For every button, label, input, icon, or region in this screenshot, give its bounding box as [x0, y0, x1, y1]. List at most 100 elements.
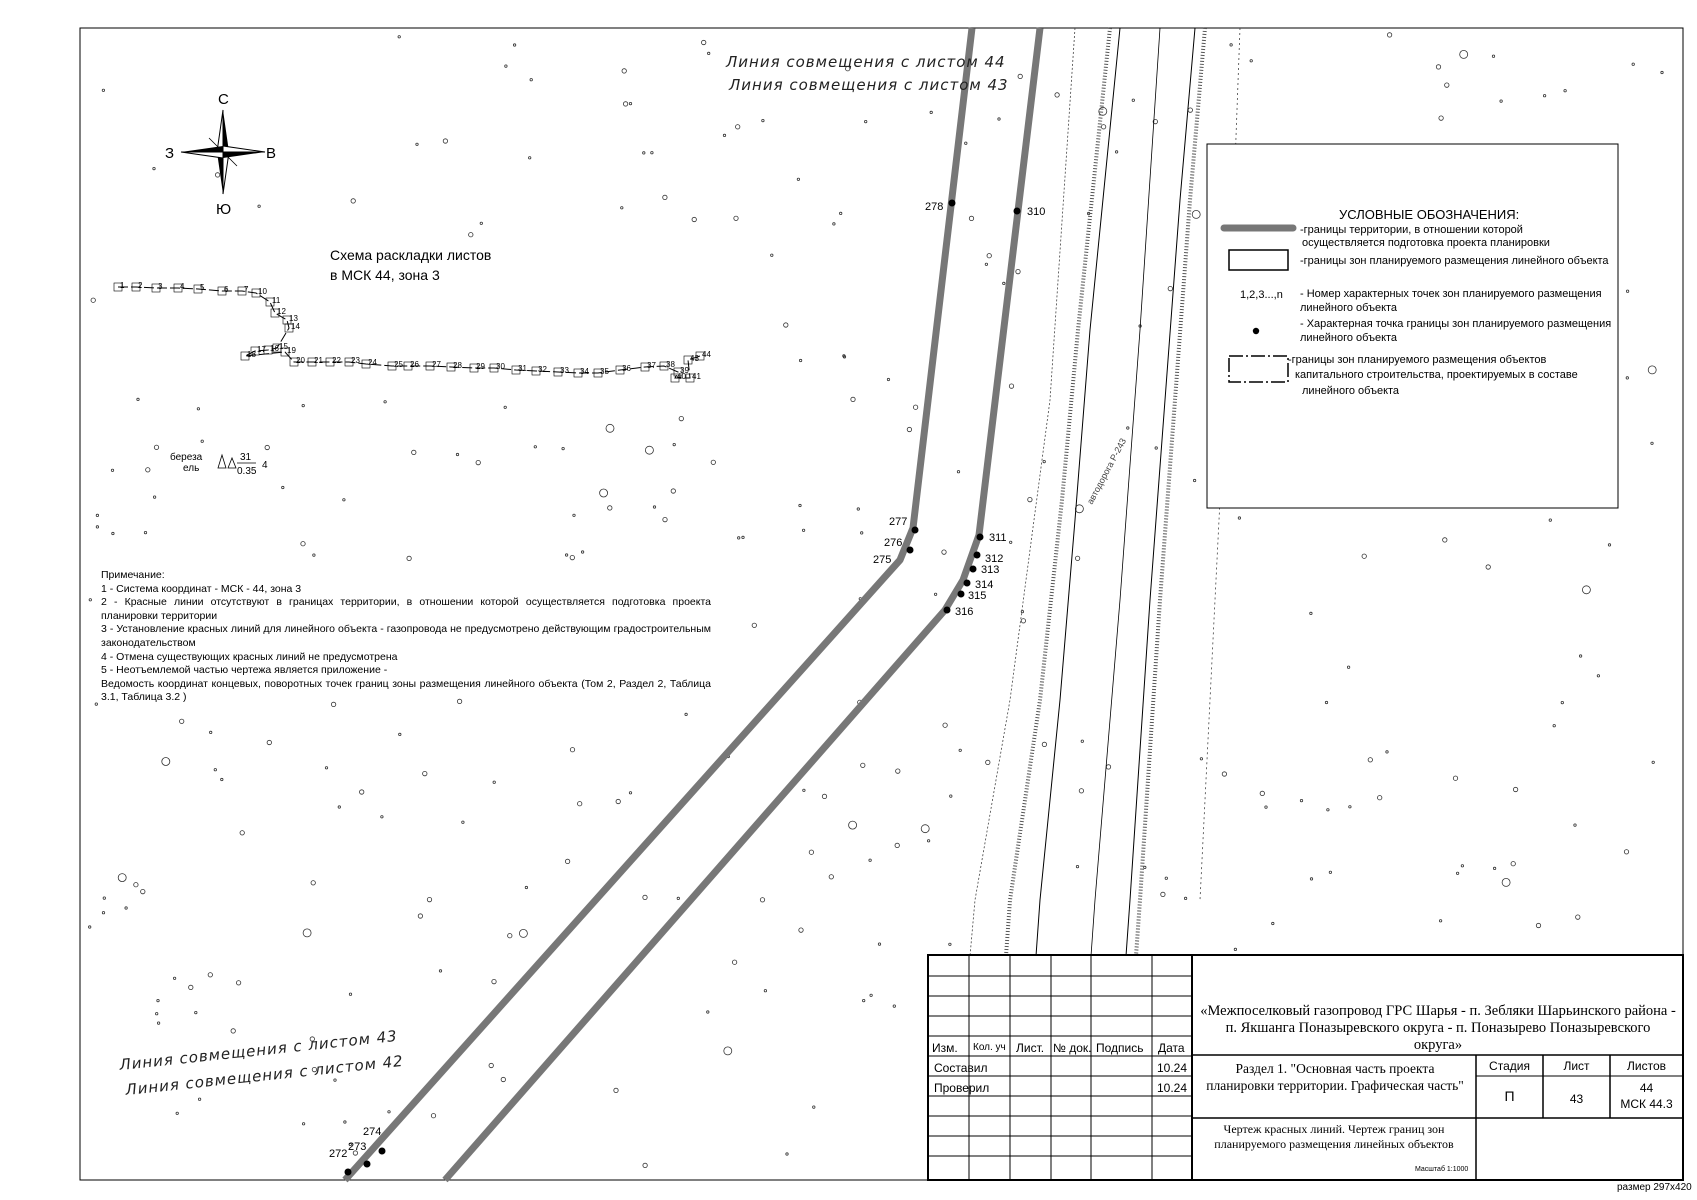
vegetation-mark [1647, 365, 1657, 375]
scheme-sheet-box [217, 286, 227, 296]
vegetation-mark [102, 896, 106, 900]
combination-line-top-2: Линия совмещения с листом 43 [728, 76, 1009, 94]
compass-rose: С Ю З В [165, 91, 276, 218]
scheme-sheet-number: 13 [289, 314, 298, 323]
vegetation-mark [763, 989, 768, 993]
point-272 [344, 1168, 352, 1176]
vegetation-mark [1510, 861, 1516, 867]
vegetation-mark [710, 459, 716, 465]
vegetation-mark [343, 1120, 347, 1124]
vegetation-mark [1501, 878, 1511, 887]
vegetation-mark [1075, 864, 1080, 869]
vegetation-mark [707, 51, 711, 56]
vegetation-mark [503, 405, 507, 409]
vegetation-mark [564, 553, 569, 557]
tree-count: 4 [262, 460, 268, 471]
tb-list: 43 [1569, 1092, 1584, 1106]
vegetation-mark [387, 1110, 391, 1114]
vegetation-mark [850, 396, 856, 402]
tb-col-data: Дата [1158, 1041, 1185, 1055]
vegetation-mark [430, 1113, 437, 1119]
vegetation-mark [1131, 98, 1135, 102]
vegetation-mark [179, 718, 185, 724]
scheme-sheet-number: 16 [270, 344, 279, 353]
characteristic-points [344, 199, 1021, 1176]
scheme-sheet-number: 3 [158, 282, 163, 291]
scheme-sheet-number: 19 [287, 346, 296, 355]
vegetation-mark [350, 198, 356, 204]
vegetation-mark [1221, 771, 1228, 777]
vegetation-mark [337, 805, 341, 809]
vegetation-mark [301, 403, 305, 408]
vegetation-mark [1326, 808, 1330, 812]
scheme-sheet-box [151, 283, 161, 293]
scheme-sheet-number: 34 [580, 367, 589, 376]
tb-stadiya: П [1504, 1088, 1515, 1104]
label-276: 276 [884, 537, 902, 549]
vegetation-mark [455, 452, 460, 457]
label-275: 275 [873, 554, 891, 566]
point-278 [948, 199, 956, 207]
vegetation-mark [1042, 459, 1046, 464]
label-310: 310 [1027, 206, 1045, 218]
vegetation-mark [342, 498, 346, 502]
scheme-sheet-box [403, 361, 413, 371]
vegetation-mark [706, 1010, 710, 1014]
vegetation-mark [1105, 764, 1112, 770]
label-274: 274 [363, 1126, 381, 1138]
vegetation-mark [1460, 864, 1465, 868]
notes: Примечание: 1 - Система координат - МСК … [101, 569, 711, 705]
vegetation-mark [832, 222, 836, 226]
vegetation-mark [828, 874, 834, 880]
scheme-sheet-number: 37 [647, 361, 656, 370]
scheme-sheet-number: 25 [394, 360, 403, 369]
vegetation-mark [1098, 106, 1108, 116]
legend: УСЛОВНЫЕ ОБОЗНАЧЕНИЯ: -границы территори… [1206, 143, 1619, 509]
scheme-sheet-number: 31 [518, 364, 527, 373]
scheme-sheet-box [325, 357, 335, 367]
scheme-sheet-box [659, 361, 669, 371]
point-310 [1013, 207, 1021, 215]
legend-symbol-point [1252, 327, 1260, 335]
vegetation-mark [1008, 383, 1015, 389]
vegetation-mark [1017, 73, 1023, 80]
vegetation-mark [926, 839, 931, 843]
vegetation-mark [997, 117, 1001, 121]
vegetation-mark [642, 894, 648, 901]
vegetation-mark [110, 468, 115, 472]
vegetation-mark [1543, 94, 1547, 98]
scheme-sheet-box [240, 351, 250, 361]
vegetation-mark [1080, 739, 1084, 743]
notes-header: Примечание: [101, 569, 165, 581]
scheme-sheet-number: 23 [351, 356, 360, 365]
vegetation-mark [528, 156, 532, 160]
vegetation-mark [1199, 757, 1204, 761]
vegetation-mark [564, 858, 571, 865]
point-273 [363, 1160, 371, 1168]
legend-frame [1206, 143, 1619, 509]
vegetation-mark [986, 253, 992, 259]
vegetation-mark [1452, 775, 1459, 781]
scheme-sheet-box [284, 323, 294, 333]
vegetation-mark [1493, 866, 1497, 871]
scheme-sheet-box [387, 361, 397, 371]
vegetation-mark [88, 598, 92, 602]
layout-scheme-title-1: Схема раскладки листов [330, 247, 491, 263]
vegetation-mark [733, 215, 739, 221]
tb-drawing-title: Чертеж красных линий. Чертеж границ зон … [1214, 1122, 1454, 1151]
compass-north: С [218, 91, 229, 108]
vegetation-mark [507, 933, 513, 939]
tb-date-1: 10.24 [1157, 1061, 1188, 1075]
vegetation-mark [479, 221, 483, 225]
vegetation-mark [188, 984, 194, 991]
scheme-sheet-box [113, 282, 123, 292]
vegetation-mark [461, 820, 465, 824]
vegetation-mark [1271, 921, 1275, 926]
scheme-sheet-box [683, 355, 693, 365]
vegetation-mark [577, 801, 583, 807]
vegetation-mark [1623, 849, 1630, 855]
vegetation-mark [95, 513, 100, 518]
scheme-sheet-number: 30 [496, 362, 505, 371]
drawing-frame [79, 27, 1684, 1181]
scheme-sheet-box [131, 282, 141, 292]
